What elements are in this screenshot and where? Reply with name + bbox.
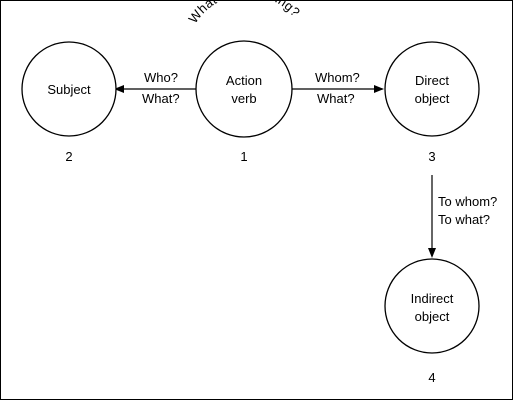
direct-label-line1: Direct [415,73,449,88]
indirect-label-line1: Indirect [411,291,454,306]
arrowhead-subject [114,85,124,93]
direct-label-line2: object [415,91,450,106]
edge-direct-line2: What? [317,91,355,106]
direct-number: 3 [428,149,435,164]
node-action-verb [195,40,293,138]
indirect-label-line2: object [415,309,450,324]
subject-label: Subject [47,82,91,97]
edge-direct-line1: Whom? [315,70,360,85]
edge-subject-line1: Who? [144,70,178,85]
action-number: 1 [240,149,247,164]
edge-subject-line2: What? [142,91,180,106]
node-subject [21,41,117,137]
node-direct-object [384,41,480,137]
subject-number: 2 [65,149,72,164]
indirect-number: 4 [428,370,435,385]
arc-label: What’s happening? [185,1,303,26]
arrowhead-indirect [428,248,436,258]
node-indirect-object [384,258,480,354]
action-label-line1: Action [226,73,262,88]
edge-indirect-line2: To what? [438,212,490,227]
edge-indirect-line1: To whom? [438,194,497,209]
arrowhead-direct [374,85,384,93]
action-label-line2: verb [231,91,256,106]
